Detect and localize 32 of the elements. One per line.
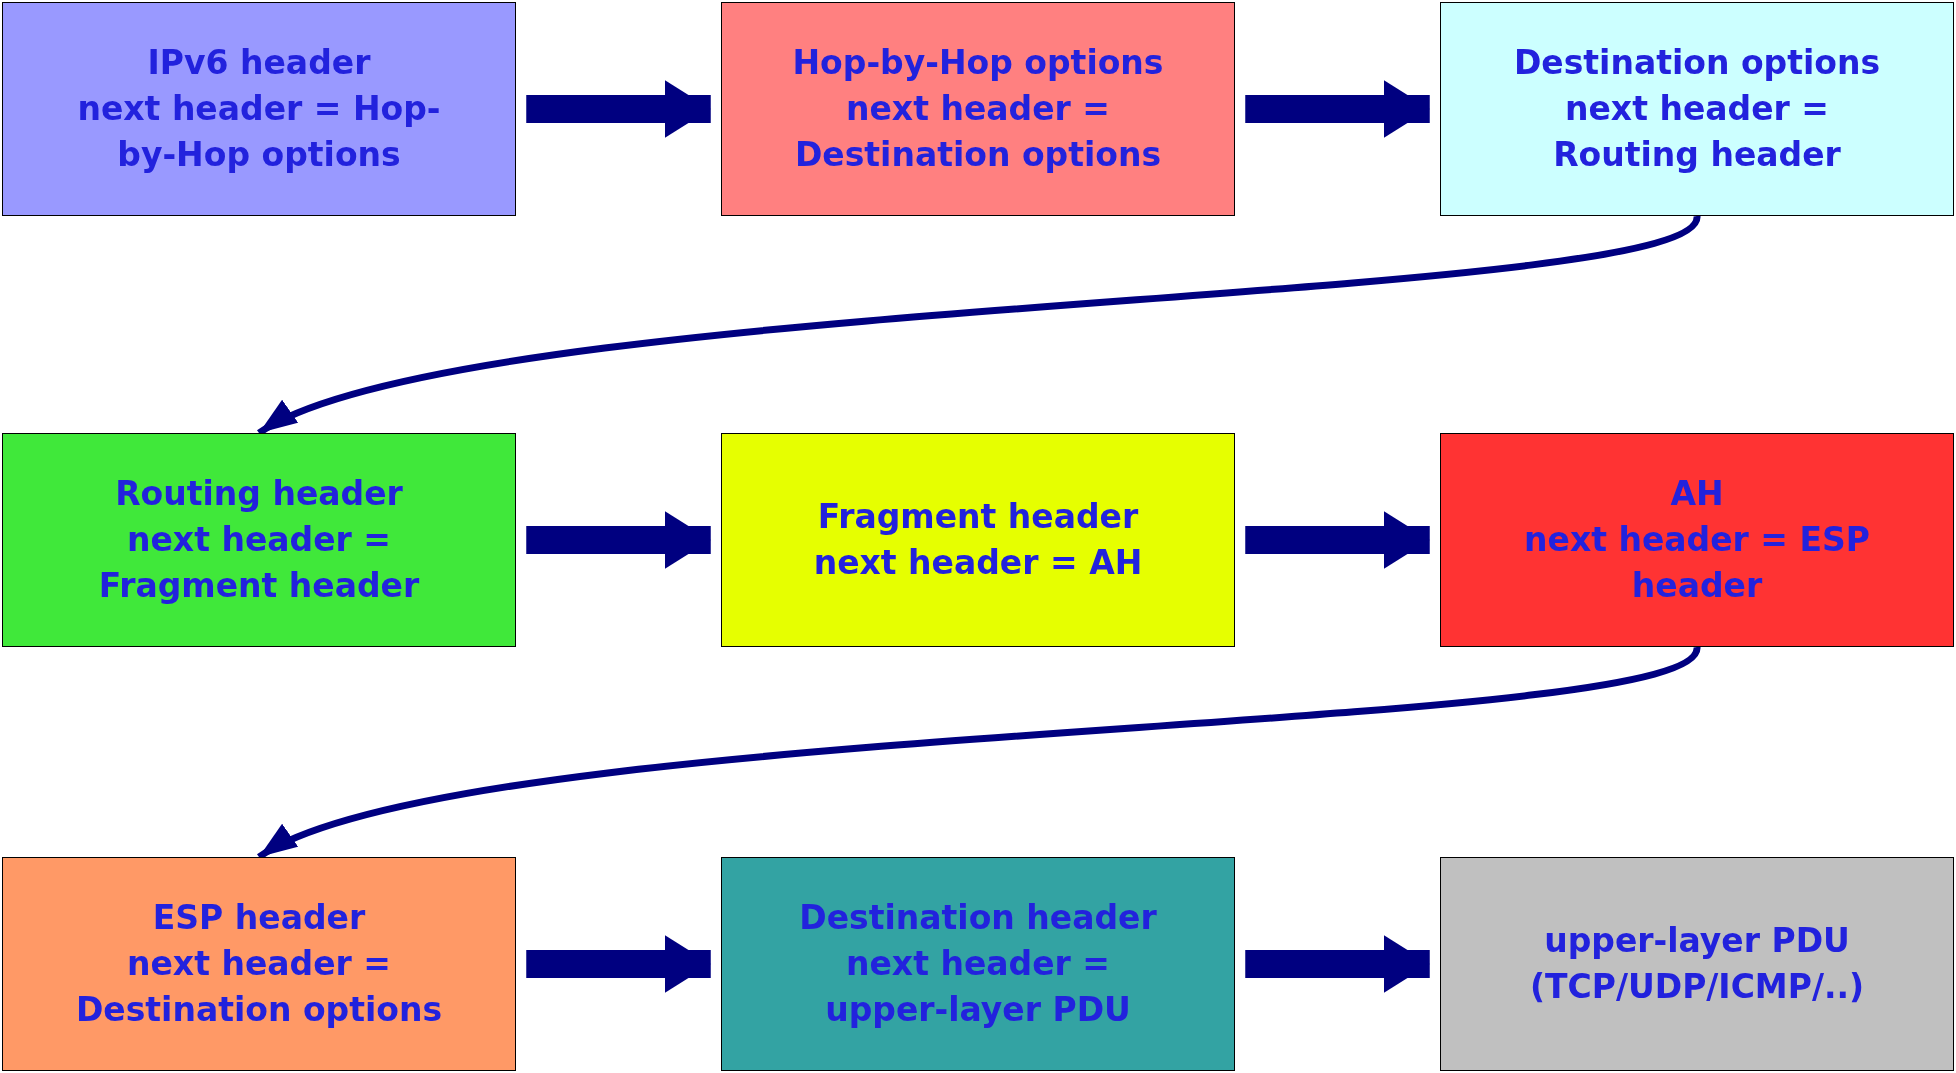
box-title: AH <box>1670 472 1724 515</box>
box-text: next header = AH <box>813 542 1143 584</box>
arrow <box>1245 935 1430 993</box>
header-box <box>1440 2 1954 216</box>
arrow <box>526 80 711 138</box>
box-title: Hop-by-Hop options <box>792 41 1164 84</box>
box-text: next header = Routing header <box>1552 87 1842 177</box>
box-title: upper-layer PDU (TCP/UDP/ICMP/..) <box>1528 919 1866 1008</box>
header-box <box>721 433 1235 647</box>
arrow <box>1245 80 1430 138</box>
header-box <box>2 433 516 647</box>
box-title: ESP header <box>152 896 366 939</box>
box-title: Destination options <box>1513 41 1881 84</box>
box-title: IPv6 header <box>147 41 371 84</box>
header-box <box>721 2 1235 216</box>
box-text: next header = Destination options <box>74 942 444 1032</box>
box-text: next header = Hop-by-Hop options <box>76 87 442 177</box>
box-text: next header = Fragment header <box>97 518 421 608</box>
arrow <box>1245 511 1430 569</box>
arrow <box>526 935 711 993</box>
header-box <box>2 2 516 216</box>
header-box <box>1440 857 1954 1071</box>
box-title: Fragment header <box>817 495 1139 538</box>
header-box <box>1440 433 1954 647</box>
box-text: next header = Destination options <box>793 87 1163 177</box>
header-box <box>721 857 1235 1071</box>
arrow <box>526 511 711 569</box>
box-title: Routing header <box>115 472 403 515</box>
box-title: Destination header <box>799 896 1157 939</box>
box-text: next header = upper-layer PDU <box>824 942 1132 1032</box>
box-text: next header = ESP header <box>1523 518 1871 608</box>
header-box <box>2 857 516 1071</box>
